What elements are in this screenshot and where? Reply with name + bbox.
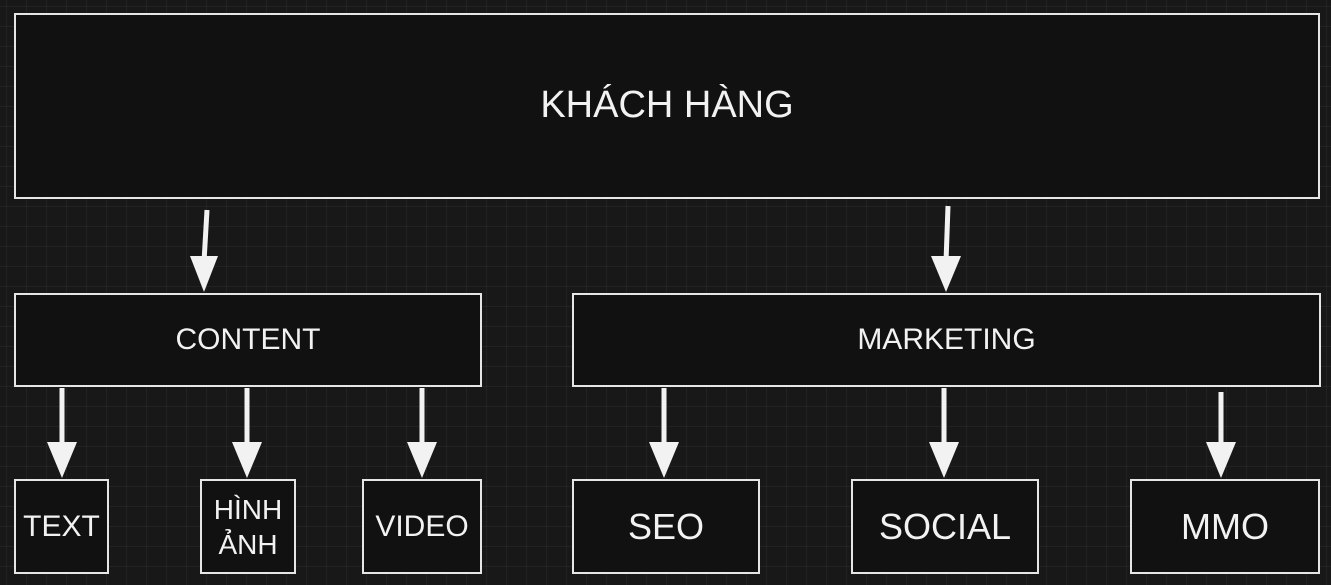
arrow-content-to-video: [407, 388, 437, 478]
branch-node-label: MARKETING: [857, 323, 1036, 357]
leaf-node-seo: SEO: [572, 479, 760, 574]
arrow-marketing-to-social: [929, 388, 959, 478]
arrow-marketing-to-mmo: [1206, 392, 1236, 478]
leaf-node-label: VIDEO: [375, 509, 469, 543]
leaf-node-label: MMO: [1181, 506, 1269, 547]
arrow-content-to-text: [47, 388, 77, 478]
leaf-node-text: TEXT: [14, 479, 109, 574]
leaf-node-label: TEXT: [23, 509, 100, 543]
branch-node-marketing: MARKETING: [572, 293, 1321, 387]
arrow-root-to-marketing: [931, 205, 961, 292]
leaf-node-label: HÌNH ẢNH: [213, 493, 283, 560]
leaf-node-video: VIDEO: [362, 479, 482, 574]
branch-node-label: CONTENT: [175, 323, 321, 357]
branch-node-content: CONTENT: [14, 293, 482, 387]
leaf-node-hinh-anh: HÌNH ẢNH: [200, 479, 296, 574]
leaf-node-label: SEO: [627, 506, 705, 547]
leaf-node-social: SOCIAL: [851, 479, 1039, 574]
root-node-label: KHÁCH HÀNG: [540, 84, 794, 127]
arrow-marketing-to-seo: [649, 388, 679, 478]
leaf-node-label: SOCIAL: [878, 506, 1012, 547]
leaf-node-mmo: MMO: [1130, 479, 1320, 574]
arrow-root-to-content: [190, 209, 218, 292]
root-node-khach-hang: KHÁCH HÀNG: [14, 13, 1320, 199]
arrow-content-to-hinh-anh: [232, 388, 262, 478]
